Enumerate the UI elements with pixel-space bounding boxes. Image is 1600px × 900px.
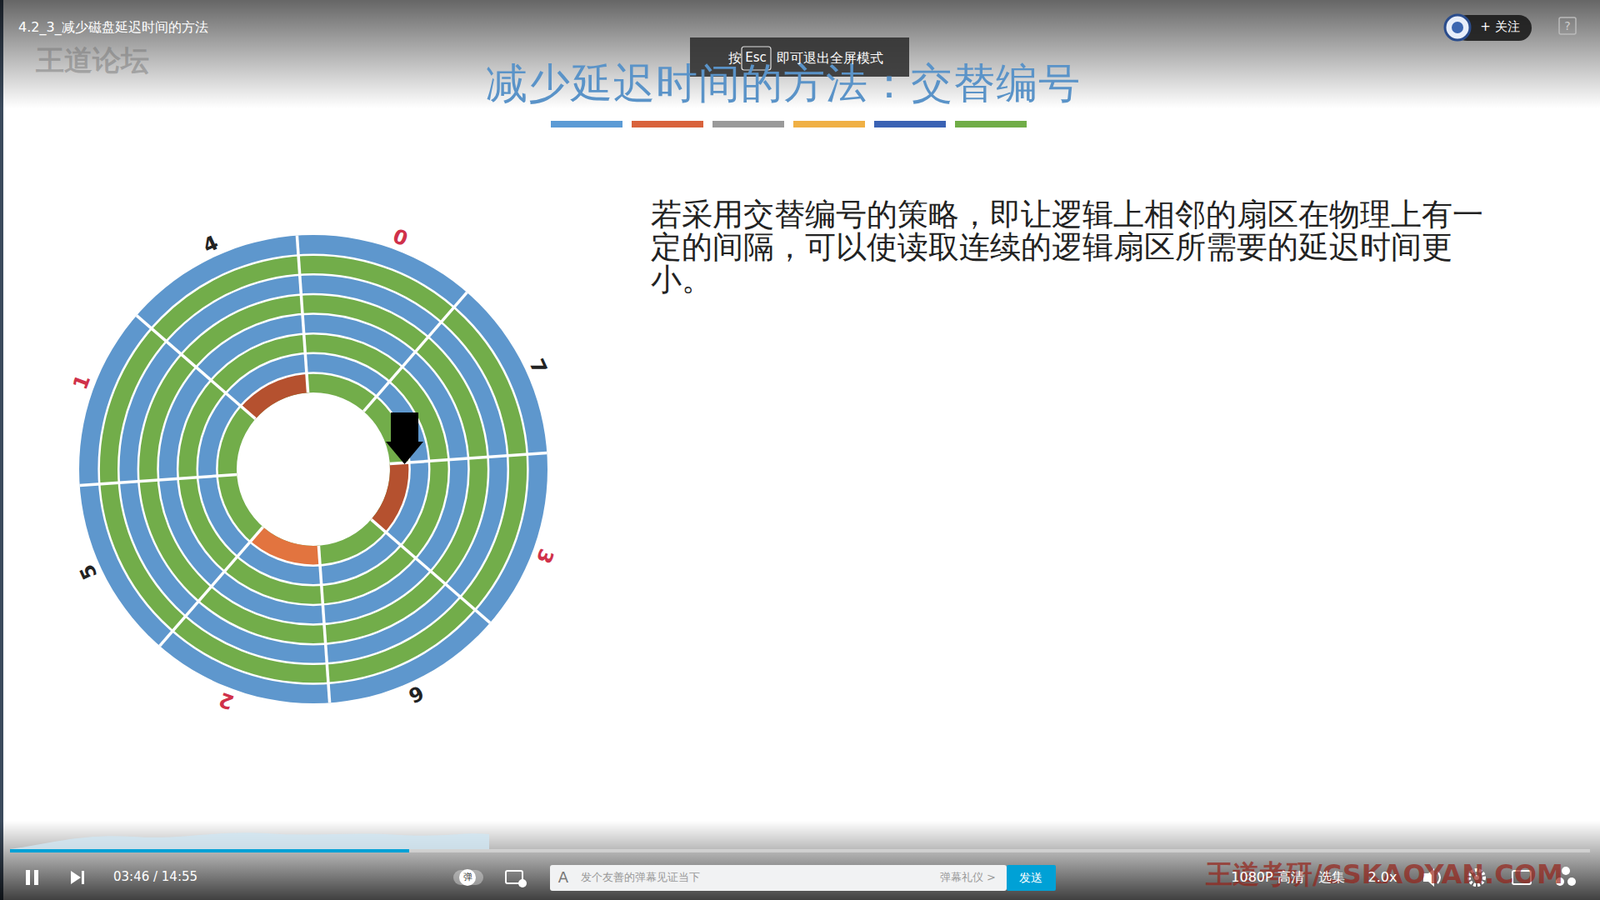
avatar xyxy=(1451,21,1464,34)
send-button xyxy=(1006,865,1056,891)
pause-icon xyxy=(25,870,30,885)
title-bar xyxy=(550,120,623,128)
sector-divider xyxy=(370,519,490,623)
sector-divider xyxy=(160,526,264,646)
etiquette-link: 弹幕礼仪 > xyxy=(940,871,996,885)
title-bar xyxy=(793,120,865,128)
track-ring xyxy=(99,255,529,685)
tooltip-text: 即可退出全屏模式 xyxy=(776,50,884,66)
screen-edge xyxy=(0,0,4,900)
track-ring xyxy=(79,235,548,704)
quality-button: 1080P 高清 xyxy=(1230,870,1304,885)
key-label: Esc xyxy=(745,50,767,65)
track-gap xyxy=(216,372,410,565)
video-title: 4.2_3_减少磁盘延迟时间的方法 xyxy=(18,20,209,35)
next-icon xyxy=(81,870,85,885)
track-gap xyxy=(118,274,509,665)
next-icon xyxy=(70,870,81,885)
track-ring xyxy=(158,314,470,625)
fullscreen-icon xyxy=(1567,877,1576,886)
track-ring xyxy=(138,294,489,645)
waveform xyxy=(10,832,490,850)
danmaku-settings xyxy=(518,879,527,888)
sector-divider xyxy=(390,452,548,464)
title-bar xyxy=(712,120,785,128)
track-gap xyxy=(197,353,430,586)
disk-head xyxy=(390,412,419,445)
send-button-label: 发送 xyxy=(1019,870,1043,885)
danmaku-input xyxy=(550,865,1007,891)
track-ring xyxy=(118,274,509,665)
font-icon: A xyxy=(558,869,569,887)
speed-button: 2.0x xyxy=(1368,870,1398,885)
top-shade xyxy=(0,0,1600,109)
disk-head xyxy=(385,441,424,465)
track-ring xyxy=(197,353,430,586)
avatar xyxy=(1445,15,1470,40)
watermark: 王道论坛 xyxy=(35,44,150,77)
body-text: 若采用交替编号的策略，即让逻辑上相邻的扇区在物理上有一定的间隔，可以使读取连续的… xyxy=(650,198,1493,296)
track-gap xyxy=(138,294,489,645)
tooltip-text: 按 xyxy=(728,50,742,66)
title-bar xyxy=(874,120,946,128)
input-placeholder: 发个友善的弹幕见证当下 xyxy=(580,871,700,885)
track-ring xyxy=(177,333,450,605)
episodes-button: 选集 xyxy=(1318,870,1345,885)
track-gap xyxy=(158,314,470,625)
progress-track xyxy=(10,849,1590,853)
pause-icon xyxy=(34,870,39,885)
sector-divider xyxy=(363,292,467,412)
title-bar xyxy=(955,120,1027,128)
slide-title: 减少延迟时间的方法：交替编号 xyxy=(485,60,1081,109)
spindle-hole xyxy=(237,393,390,545)
danmaku-toggle xyxy=(459,869,476,886)
bottom-shade xyxy=(0,820,1600,900)
track-gap xyxy=(99,255,529,685)
sector-divider xyxy=(296,235,308,394)
sector-divider xyxy=(80,474,238,485)
help-icon: ? xyxy=(1564,19,1570,33)
danmaku-toggle-label: 弹 xyxy=(463,872,473,884)
danmaku-toggle xyxy=(453,870,484,885)
time-display: 03:46 / 14:55 xyxy=(113,870,198,885)
progress-played xyxy=(10,849,410,853)
track-gap xyxy=(177,333,450,605)
help-box xyxy=(1559,17,1576,35)
track-ring xyxy=(216,372,410,565)
title-bar xyxy=(631,120,704,128)
follow-button: + 关注 xyxy=(1480,20,1520,35)
sector-divider xyxy=(318,545,330,704)
disk-platter xyxy=(79,235,548,704)
sector-divider xyxy=(136,315,256,420)
